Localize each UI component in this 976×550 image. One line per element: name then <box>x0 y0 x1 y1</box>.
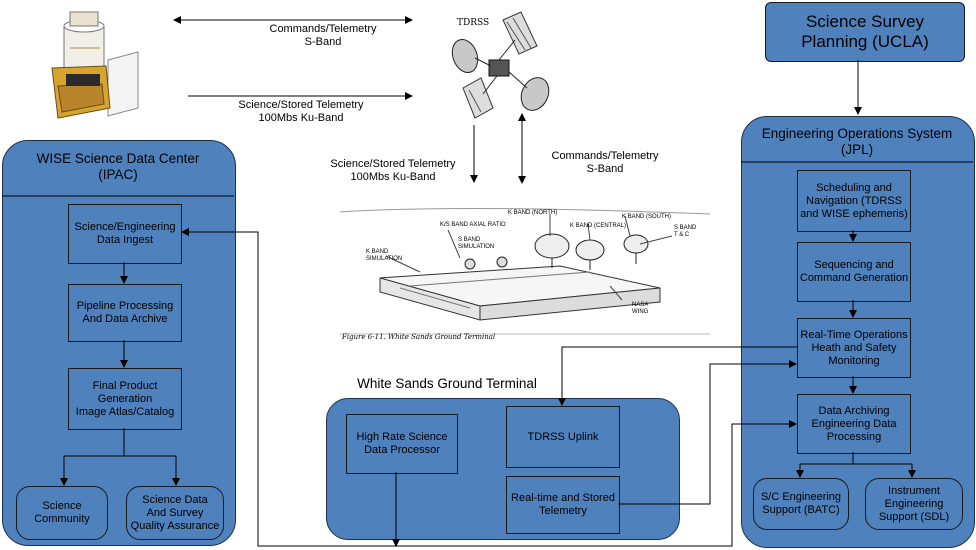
tdrss-uplink-box: TDRSS Uplink <box>506 406 620 468</box>
instrument-engineering-support-box: Instrument Engineering Support (SDL) <box>865 478 963 530</box>
white-sands-title: White Sands Ground Terminal <box>357 376 537 391</box>
tdrss-label: TDRSS <box>457 18 490 28</box>
wise-center-title: WISE Science Data Center (IPAC) <box>36 151 200 182</box>
k-band-south-label: K BAND (SOUTH) <box>622 214 672 220</box>
k-band-simulation-label: K BAND SIMULATION <box>366 249 403 262</box>
tdrss-satellite-illustration <box>451 11 550 119</box>
white-sands-ground-terminal-illustration <box>340 196 710 346</box>
science-survey-planning-box: Science Survey Planning (UCLA) <box>765 2 965 62</box>
realtime-operations-box: Real-Time Operations Heath and Safety Mo… <box>797 318 911 378</box>
data-ingest-box: Science/Engineering Data Ingest <box>68 204 182 264</box>
figure-caption: Figure 6-11. White Sands Ground Terminal <box>342 333 496 341</box>
nasa-wing-label: NASA WING <box>632 302 649 315</box>
scheduling-navigation-box: Scheduling and Navigation (TDRSS and WIS… <box>797 170 911 232</box>
science-stored-kuband-label: Science/Stored Telemetry 100Mbs Ku-Band <box>238 99 364 124</box>
wise-spacecraft-illustration <box>51 11 139 119</box>
s-band-tc-label: S BAND T & C <box>674 225 697 238</box>
s-band-simulation-label: S BAND SIMULATION <box>458 237 495 250</box>
high-rate-processor-box: High Rate Science Data Processor <box>346 414 458 474</box>
sc-engineering-support-box: S/C Engineering Support (BATC) <box>753 478 849 530</box>
sequencing-command-box: Sequencing and Command Generation <box>797 242 911 302</box>
science-community-box: Science Community <box>16 486 108 540</box>
final-product-box: Final Product Generation Image Atlas/Cat… <box>68 368 182 430</box>
science-stored-kuband-down-label: Science/Stored Telemetry 100Mbs Ku-Band <box>330 158 456 183</box>
pipeline-processing-box: Pipeline Processing And Data Archive <box>68 284 182 342</box>
commands-telemetry-sband-label: Commands/Telemetry S-Band <box>269 23 377 48</box>
data-archiving-box: Data Archiving Engineering Data Processi… <box>797 394 911 454</box>
k-band-central-label: K BAND (CENTRAL) <box>570 223 627 229</box>
quality-assurance-box: Science Data And Survey Quality Assuranc… <box>126 486 224 540</box>
jpl-title: Engineering Operations System (JPL) <box>761 126 953 157</box>
commands-telemetry-sband-down-label: Commands/Telemetry S-Band <box>551 150 659 175</box>
realtime-stored-telemetry-box: Real-time and Stored Telemetry <box>506 476 620 534</box>
k-band-north-label: K BAND (NORTH) <box>508 210 558 216</box>
axial-ratio-label: K/S BAND AXIAL RATIO <box>440 222 506 228</box>
